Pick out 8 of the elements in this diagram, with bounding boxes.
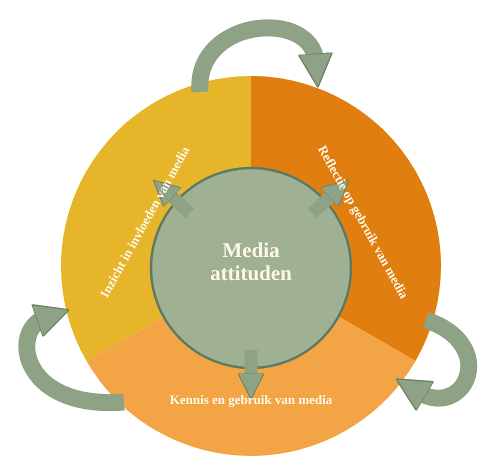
curved-arrow <box>394 312 478 412</box>
curved-arrow <box>18 304 124 411</box>
segment-label: Kennis en gebruik van media <box>170 392 332 408</box>
curved-arrow <box>192 19 331 92</box>
block-arrow <box>152 179 194 218</box>
block-arrow <box>237 350 265 400</box>
center-label: Media attituden <box>209 238 293 286</box>
block-arrow <box>308 179 350 218</box>
